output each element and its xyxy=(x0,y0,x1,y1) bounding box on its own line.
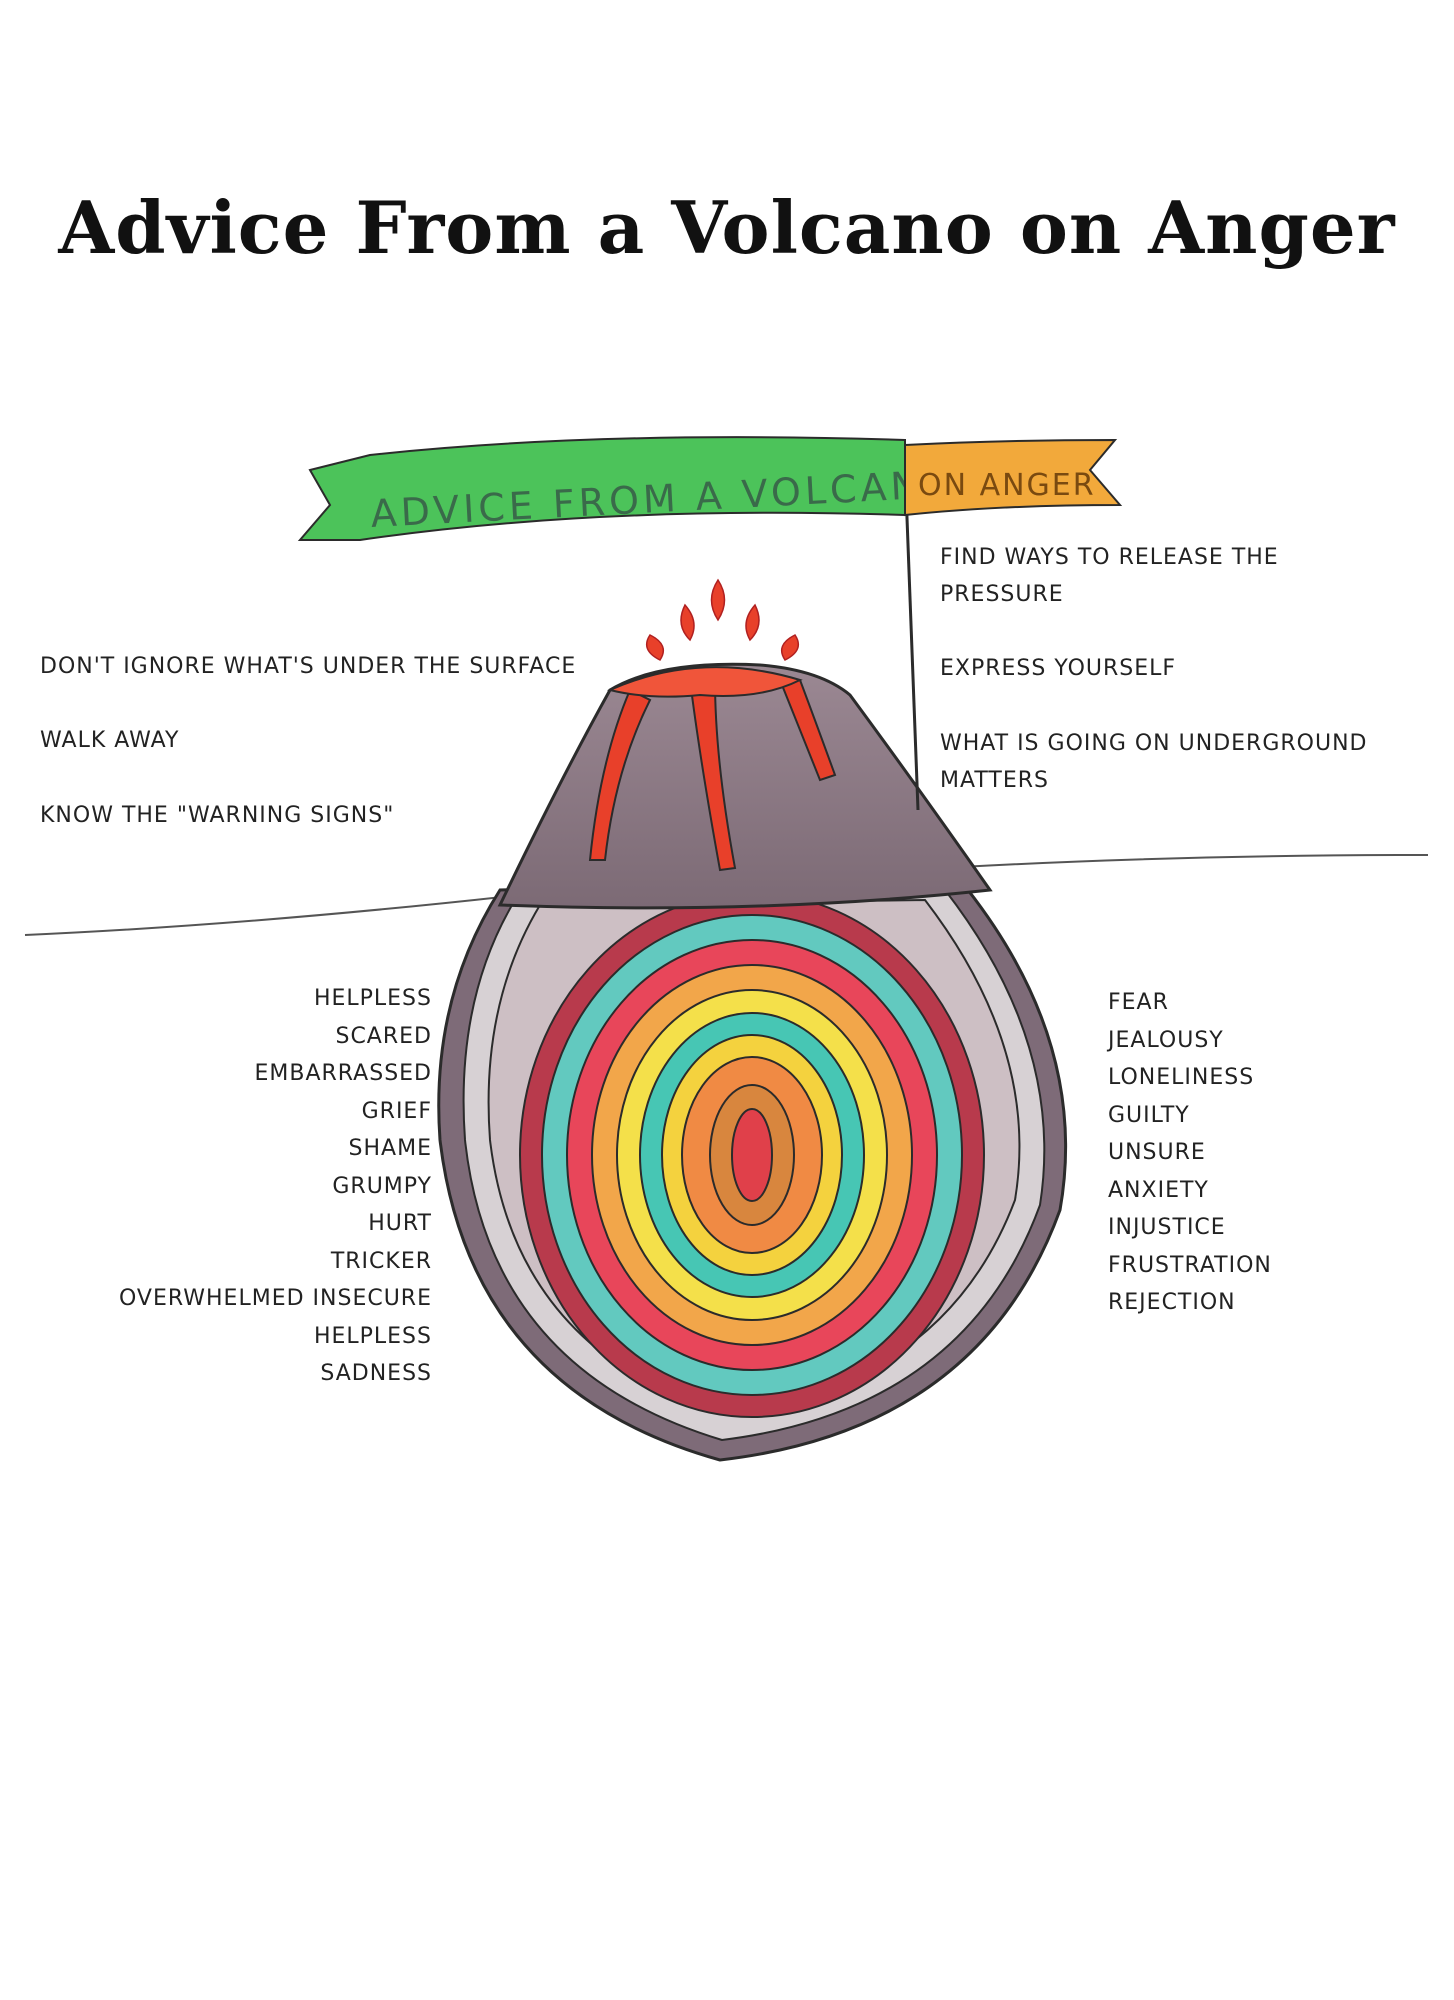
banner-main: ADVICE FROM A VOLCANO xyxy=(297,436,958,541)
advice-left-2: WALK AWAY xyxy=(40,728,180,753)
page-title: Advice From a Volcano on Anger xyxy=(58,185,1396,270)
lava-drops xyxy=(645,578,800,661)
emotion-left-item: SCARED xyxy=(335,1023,432,1049)
flag-pole xyxy=(903,464,920,811)
emotion-right-item: ANXIETY xyxy=(1108,1177,1209,1203)
advice-left-1: DON'T IGNORE WHAT'S UNDER THE SURFACE xyxy=(40,654,577,679)
emotion-right-item: FRUSTRATION xyxy=(1108,1252,1272,1278)
emotion-left-item: HURT xyxy=(368,1211,432,1236)
emotion-left-item: GRUMPY xyxy=(332,1173,432,1199)
lava-flows xyxy=(588,666,837,872)
emotion-right-item: GUILTY xyxy=(1108,1102,1190,1128)
advice-right-1: FIND WAYS TO RELEASE THE xyxy=(940,545,1279,570)
emotion-left-item: SHAME xyxy=(348,1136,432,1161)
emotion-left-item: GRIEF xyxy=(361,1098,432,1124)
advice-left-3: KNOW THE "WARNING SIGNS" xyxy=(40,803,395,828)
emotion-right-item: INJUSTICE xyxy=(1108,1215,1226,1240)
emotion-right-item: LONELINESS xyxy=(1108,1065,1255,1090)
emotions-right-list: FEAR JEALOUSY LONELINESS GUILTY UNSURE A… xyxy=(1108,984,1272,1322)
banner-flag-text: ON ANGER xyxy=(918,468,1096,503)
emotion-left-item: EMBARRASSED xyxy=(254,1061,432,1086)
emotion-left-item: HELPLESS xyxy=(313,1323,432,1349)
advice-right-4: WHAT IS GOING ON UNDERGROUND xyxy=(940,731,1368,756)
ground-line-right xyxy=(909,854,1429,871)
advice-right-5: MATTERS xyxy=(940,768,1049,793)
advice-right-2: PRESSURE xyxy=(940,582,1064,607)
ground-line-left xyxy=(24,894,521,936)
emotion-right-item: REJECTION xyxy=(1108,1290,1236,1315)
emotion-right-item: FEAR xyxy=(1108,990,1169,1015)
emotion-right-item: UNSURE xyxy=(1108,1140,1206,1165)
emotion-left-item: OVERWHELMED INSECURE xyxy=(118,1286,432,1311)
emotion-left-item: TRICKER xyxy=(330,1248,432,1274)
emotion-right-item: JEALOUSY xyxy=(1108,1027,1224,1053)
emotion-left-item: SADNESS xyxy=(320,1361,432,1386)
underground-chamber xyxy=(437,878,1068,1462)
emotions-left-list: HELPLESS SCARED EMBARRASSED GRIEF SHAME … xyxy=(40,980,432,1393)
emotion-left-item: HELPLESS xyxy=(313,986,432,1011)
advice-right-3: EXPRESS YOURSELF xyxy=(940,656,1177,681)
banner-flag: ON ANGER xyxy=(904,438,1123,517)
